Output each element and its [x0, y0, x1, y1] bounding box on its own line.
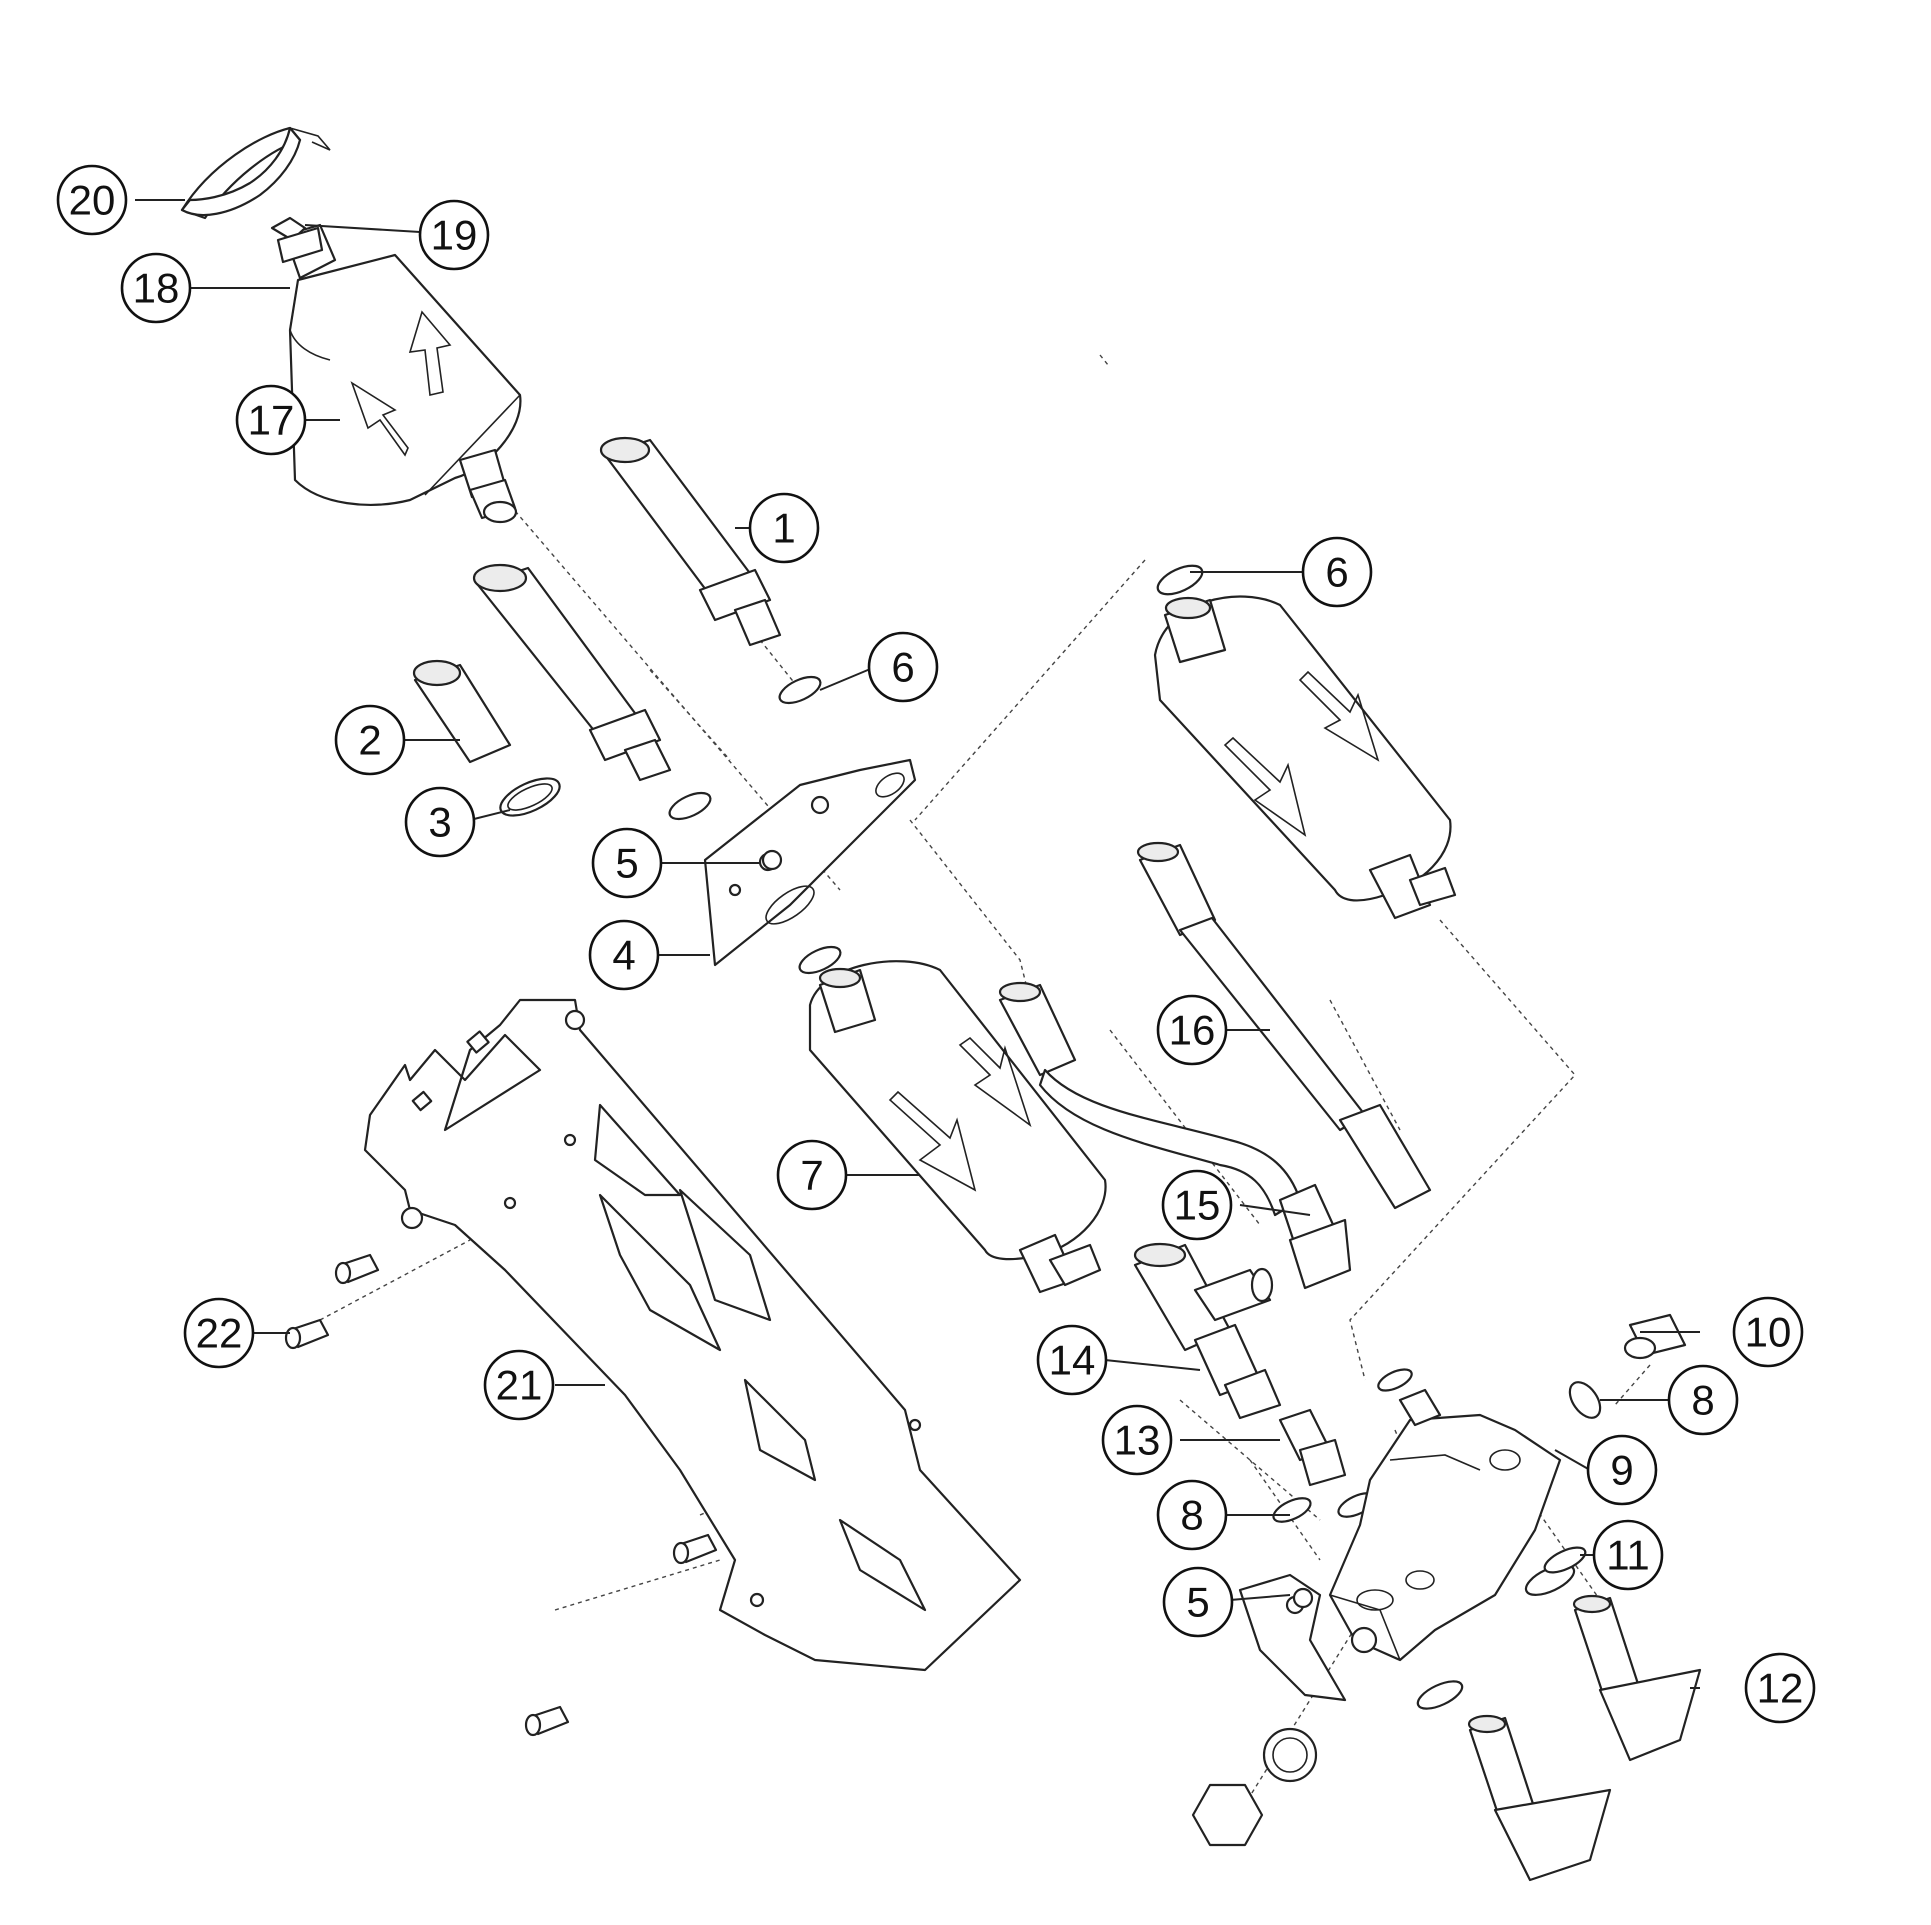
callout-3: 3 [404, 786, 476, 858]
screw-part-22 [284, 1253, 718, 1737]
callout-21-label: 21 [496, 1362, 543, 1409]
callout-17-label: 17 [248, 397, 295, 444]
callout-13-label: 13 [1114, 1417, 1161, 1464]
callout-5-lower: 5 [1162, 1566, 1234, 1638]
callout-2-label: 2 [358, 717, 381, 764]
manifold-part-9 [1238, 1388, 1562, 1702]
callout-5-upper-label: 5 [615, 840, 638, 887]
callout-10-label: 10 [1745, 1309, 1792, 1356]
callout-16: 16 [1156, 994, 1228, 1066]
fuel-pump-part-7 [808, 960, 1107, 1294]
callout-21: 21 [483, 1349, 555, 1421]
strap-clamp-part [180, 126, 331, 220]
plug-part-10 [1623, 1313, 1687, 1360]
callout-20-label: 20 [69, 177, 116, 224]
callout-1-label: 1 [772, 505, 795, 552]
callout-9: 9 [1586, 1434, 1658, 1506]
fitting-tube-part-1 [599, 436, 782, 647]
callout-1: 1 [748, 492, 820, 564]
callout-6-center-label: 6 [891, 644, 914, 691]
callout-6-right: 6 [1301, 536, 1373, 608]
callout-4: 4 [588, 919, 660, 991]
elbow-hose-part-15 [998, 981, 1352, 1290]
callout-4-label: 4 [612, 932, 635, 979]
hose-part-16 [1136, 841, 1432, 1210]
callout-20: 20 [56, 164, 128, 236]
leader-lines [135, 199, 1700, 1689]
fuel-pump-part-right [1153, 564, 1457, 920]
callout-22-label: 22 [196, 1310, 243, 1357]
o-ring-part-6-top [668, 675, 842, 975]
tee-fitting-part-14 [1133, 1242, 1282, 1420]
o-ring-part-11 [1524, 1546, 1587, 1596]
sleeve-part [412, 659, 512, 764]
callout-8-right: 8 [1667, 1364, 1739, 1436]
callout-13: 13 [1101, 1404, 1173, 1476]
callout-14: 14 [1036, 1324, 1108, 1396]
callout-15: 15 [1161, 1169, 1233, 1241]
callout-19: 19 [418, 199, 490, 271]
washer-part-8-right [1568, 1381, 1602, 1419]
callout-8-left: 8 [1156, 1479, 1228, 1551]
callout-11-label: 11 [1606, 1532, 1650, 1579]
callout-10: 10 [1732, 1296, 1804, 1368]
callout-19-label: 19 [431, 212, 478, 259]
fitting-part-13 [1278, 1408, 1347, 1487]
nut-part-5 [761, 849, 1314, 1609]
callout-5-upper: 5 [591, 827, 663, 899]
callout-12: 12 [1744, 1652, 1816, 1724]
callout-11: 11 [1592, 1519, 1664, 1591]
callout-8-right-label: 8 [1691, 1377, 1714, 1424]
valve-part-12 [1572, 1594, 1702, 1762]
filter-canister-part [270, 216, 522, 524]
callout-12-label: 12 [1757, 1665, 1804, 1712]
callout-5-lower-label: 5 [1186, 1579, 1209, 1626]
valve-part-12-lower [1416, 1680, 1612, 1882]
callout-18-label: 18 [133, 265, 180, 312]
callout-22: 22 [183, 1297, 255, 1369]
callout-15-label: 15 [1174, 1182, 1221, 1229]
o-ring-part-3 [499, 777, 561, 817]
callout-7-label: 7 [800, 1152, 823, 1199]
fitting-tube-part-left [472, 563, 672, 782]
callout-14-label: 14 [1049, 1337, 1096, 1384]
washer-and-nut-lower [1191, 1727, 1318, 1847]
callout-7: 7 [776, 1139, 848, 1211]
callout-6-center: 6 [867, 631, 939, 703]
callout-3-label: 3 [428, 799, 451, 846]
mounting-plate-part-21 [363, 998, 1022, 1672]
callout-9-label: 9 [1610, 1447, 1633, 1494]
callout-8-left-label: 8 [1180, 1492, 1203, 1539]
callout-16-label: 16 [1169, 1007, 1216, 1054]
callout-18: 18 [120, 252, 192, 324]
callout-2: 2 [334, 704, 406, 776]
callout-17: 17 [235, 384, 307, 456]
callout-6-right-label: 6 [1325, 549, 1348, 596]
